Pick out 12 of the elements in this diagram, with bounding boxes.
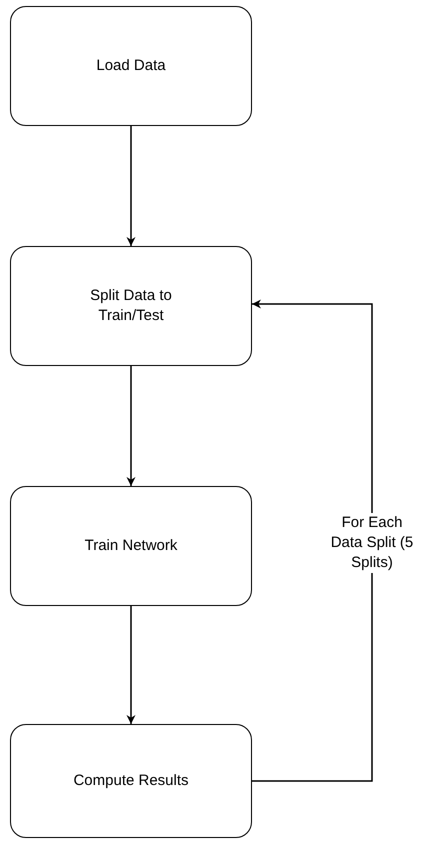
box-label: Compute Results <box>73 771 189 791</box>
arrow <box>252 300 373 782</box>
box-label: Train Network <box>84 536 178 556</box>
process-box <box>10 486 252 606</box>
box-label: Load Data <box>96 56 166 76</box>
process-box <box>10 246 252 366</box>
arrow <box>126 606 136 724</box>
arrow <box>126 366 136 486</box>
process-box <box>10 6 252 126</box>
process-box <box>10 724 252 838</box>
arrow <box>126 126 136 246</box>
box-label: Split Data to Train/Test <box>89 286 173 326</box>
